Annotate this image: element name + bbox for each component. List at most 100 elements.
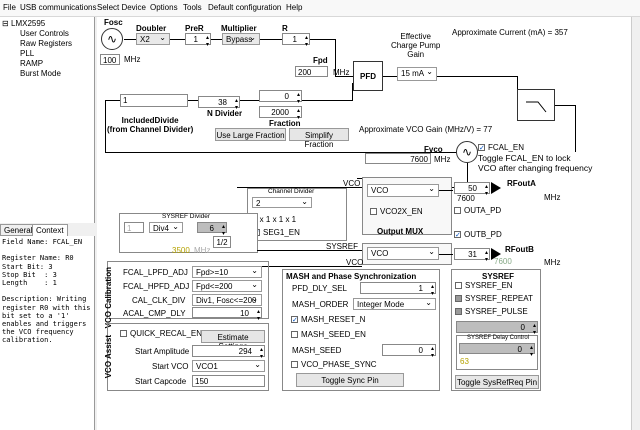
r-input[interactable]: 1 <box>282 33 310 48</box>
pwr-b-input[interactable]: 31 <box>454 248 490 263</box>
estimate-settings-button[interactable]: Estimate Settings <box>201 330 265 351</box>
outb-pd-checkbox[interactable]: OUTB_PD <box>454 230 502 239</box>
sysref-delay-group <box>456 335 538 370</box>
tree-expand-icon[interactable]: ⊟ <box>2 19 9 28</box>
tree-item-raw-registers[interactable]: Raw Registers <box>20 39 73 48</box>
mash-order-select[interactable]: Integer Mode <box>353 298 436 310</box>
sysref-repeat-checkbox[interactable]: SYSREF_REPEAT <box>455 294 533 303</box>
outb-pd-label: OUTB_PD <box>464 230 502 239</box>
menu-default-config[interactable]: Default configuration <box>208 3 282 12</box>
fraction-label: Fraction <box>269 119 301 128</box>
fosc-input[interactable]: 100 <box>100 54 120 65</box>
sysref-div-right[interactable]: 6 <box>197 222 227 237</box>
mash-reset-check-icon <box>291 316 298 324</box>
seg1-en-checkbox[interactable]: SEG1_EN <box>253 228 300 237</box>
tree-item-ramp[interactable]: RAMP <box>20 59 44 68</box>
multiplier-select[interactable]: Bypass <box>222 33 260 45</box>
channel-divider-select[interactable]: 2 <box>252 197 312 208</box>
mash-seed-en-label: MASH_SEED_EN <box>301 330 366 339</box>
sysref-delay-input[interactable]: 0 <box>456 321 538 336</box>
pfd-dly-input[interactable]: 1 <box>360 282 436 297</box>
tree-item-burst-mode[interactable]: Burst Mode <box>20 69 61 78</box>
simplify-fraction-button[interactable]: Simplify Fraction <box>289 128 349 149</box>
included-divide-input[interactable]: 1 <box>120 94 188 107</box>
sysref-freq-unit: MHz <box>194 246 211 255</box>
sysref-delay-label: SYSREF Delay Control <box>467 335 530 341</box>
output-mux-label: Output MUX <box>377 227 424 236</box>
mash-reset-checkbox[interactable]: MASH_RESET_N <box>291 315 365 324</box>
fcal-en-check-icon <box>478 144 485 152</box>
menu-help[interactable]: Help <box>286 3 303 12</box>
fcal-hpfd-select[interactable]: Fpd<=200 <box>192 280 262 292</box>
start-vco-label: Start VCO <box>152 362 189 371</box>
vco-phase-sync-label: VCO_PHASE_SYNC <box>301 360 377 369</box>
multiplier-label: Multiplier <box>221 24 257 33</box>
cp-gain-select[interactable]: 15 mA <box>397 67 437 81</box>
large-fraction-button[interactable]: Use Large Fraction <box>215 128 286 141</box>
mash-seed-en-checkbox[interactable]: MASH_SEED_EN <box>291 330 366 339</box>
acal-cmp-input[interactable]: 10 <box>192 307 262 322</box>
sysref-div-left[interactable]: 1 <box>124 222 144 233</box>
fpd-unit: MHz <box>333 68 350 77</box>
vco2x-en-checkbox[interactable]: VCO2X_EN <box>370 207 423 216</box>
amp-b-icon <box>491 248 501 260</box>
cal-clk-select[interactable]: Div1, Fosc<=200 <box>192 294 262 306</box>
mux-a-select[interactable]: VCO <box>367 184 439 197</box>
vco-gain: Approximate VCO Gain (MHz/V) = 77 <box>359 125 493 134</box>
tree-item-pll[interactable]: PLL <box>20 49 35 58</box>
sysref-en-label: SYSREF_EN <box>465 281 513 290</box>
mash-group <box>282 269 440 391</box>
toggle-sync-pin-button[interactable]: Toggle Sync Pin <box>296 373 404 387</box>
fpd-input[interactable]: 200 <box>295 66 328 77</box>
vco-path-label: VCO <box>343 179 361 188</box>
toggle-sysrefreq-button[interactable]: Toggle SysRefReq Pin <box>455 375 539 389</box>
fcal-en-checkbox[interactable]: FCAL_EN <box>478 143 524 152</box>
fraction-denominator[interactable]: 2000 <box>259 106 302 121</box>
acal-cmp-label: ACAL_CMP_DLY <box>123 309 186 318</box>
fvco-input[interactable]: 7600 <box>365 153 431 164</box>
freq-a: 7600 <box>457 194 475 203</box>
navigation-tree: ⊟ LMX2595 User Controls Raw Registers PL… <box>0 17 95 223</box>
start-vco-select[interactable]: VCO1 <box>192 360 265 372</box>
start-cap-input[interactable]: 150 <box>192 375 265 387</box>
tree-item-user-controls[interactable]: User Controls <box>20 29 69 38</box>
pwr-a-input[interactable]: 50 <box>454 182 490 197</box>
included-divide-label: IncludedDivide (from Channel Divider) <box>107 116 194 134</box>
tree-root[interactable]: LMX2595 <box>11 19 46 28</box>
menu-options[interactable]: Options <box>150 3 178 12</box>
fraction-numerator[interactable]: 0 <box>259 90 302 105</box>
sysref-en-checkbox[interactable]: SYSREF_EN <box>455 281 513 290</box>
fosc-label: Fosc <box>104 18 123 27</box>
fosc-unit: MHz <box>124 55 141 64</box>
sysref-pulse-checkbox[interactable]: SYSREF_PULSE <box>455 307 528 316</box>
fcal-lpfd-select[interactable]: Fpd>=10 <box>192 266 262 278</box>
menu-select-device[interactable]: Select Device <box>97 3 146 12</box>
sysref-repeat-check-icon <box>455 295 462 303</box>
quick-recal-checkbox[interactable]: QUICK_RECAL_EN <box>120 329 202 338</box>
start-amp-input[interactable]: 294 <box>192 345 265 360</box>
fvco-label: Fvco <box>424 145 443 154</box>
mux-b-select[interactable]: VCO <box>367 247 439 260</box>
menu-tools[interactable]: Tools <box>183 3 202 12</box>
sysref-div-select[interactable]: Div4 <box>149 222 183 233</box>
mash-title: MASH and Phase Synchronization <box>286 272 417 281</box>
tab-general[interactable]: General <box>0 224 37 236</box>
fcal-lpfd-label: FCAL_LPFD_ADJ <box>123 268 188 277</box>
mash-seed-input[interactable]: 0 <box>382 344 436 359</box>
vco-calibration-label: VCO Calibration <box>104 267 113 329</box>
menu-usb[interactable]: USB communications <box>20 3 97 12</box>
vco-phase-sync-checkbox[interactable]: VCO_PHASE_SYNC <box>291 360 377 369</box>
n-divider-input[interactable]: 38 <box>198 96 240 111</box>
oscillator-icon: ∿ <box>101 28 123 50</box>
doubler-select[interactable]: X2 <box>136 33 170 45</box>
sysref-delay-spin[interactable]: 0 <box>459 343 535 358</box>
menu-file[interactable]: File <box>3 3 16 12</box>
vertical-scrollbar[interactable] <box>631 17 640 430</box>
tab-context[interactable]: Context <box>32 224 68 236</box>
fcal-en-label: FCAL_EN <box>488 143 525 152</box>
start-amp-label: Start Amplitude <box>135 347 190 356</box>
pll-diagram: Fosc ∿ 100 MHz Doubler X2 PreR 1 Multipl… <box>97 17 640 430</box>
mash-order-label: MASH_ORDER <box>292 300 349 309</box>
prer-input[interactable]: 1 <box>185 33 211 48</box>
outa-pd-checkbox[interactable]: OUTA_PD <box>454 206 501 215</box>
